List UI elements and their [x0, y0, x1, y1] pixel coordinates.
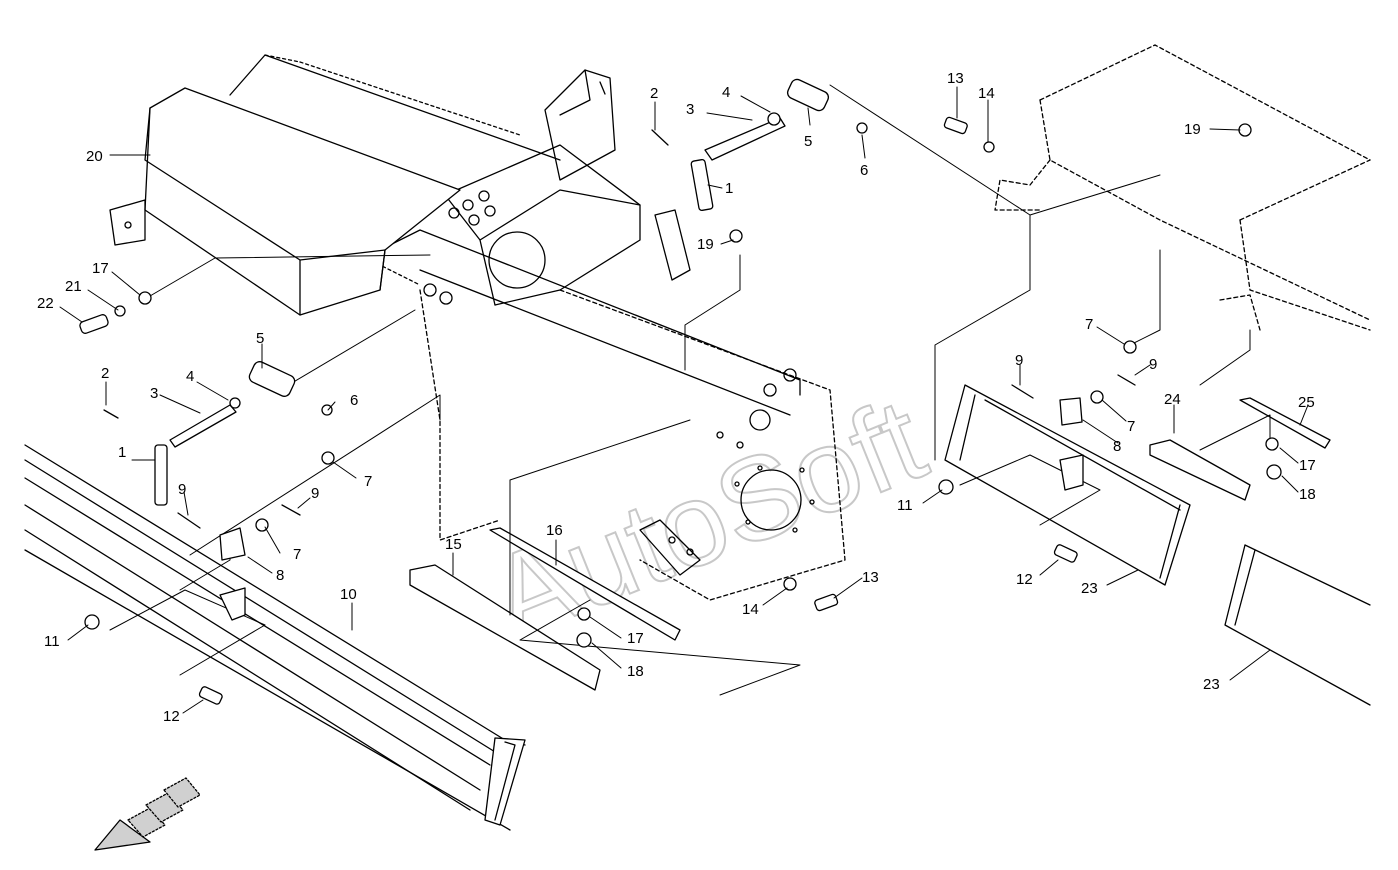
callout-23: 23	[1203, 676, 1220, 693]
callout-6: 6	[860, 162, 868, 179]
callout-6: 6	[350, 392, 358, 409]
callout-1: 1	[725, 180, 733, 197]
callout-1: 1	[118, 444, 126, 461]
shield-10	[24, 444, 526, 831]
callout-14: 14	[742, 601, 759, 618]
callout-labels: 20 17 21 22 2 3 4 5 6 1 19 2 3 4 5 6 1 7…	[37, 70, 1316, 725]
callout-24: 24	[1164, 391, 1181, 408]
callout-13: 13	[947, 70, 964, 87]
callout-9: 9	[311, 485, 319, 502]
callout-25: 25	[1298, 394, 1315, 411]
callout-4: 4	[186, 368, 194, 385]
watermark-text: AutoSoft	[473, 373, 942, 665]
callout-7: 7	[1085, 316, 1093, 333]
callout-9: 9	[178, 481, 186, 498]
callout-17: 17	[627, 630, 644, 647]
callout-2: 2	[101, 365, 109, 382]
cover-plate-20	[109, 87, 461, 316]
callout-19: 19	[697, 236, 714, 253]
callout-21: 21	[65, 278, 82, 295]
callout-11: 11	[897, 497, 913, 514]
callout-leaders	[59, 86, 1309, 714]
frame-assembly	[229, 54, 846, 601]
callout-19: 19	[1184, 121, 1201, 138]
callout-7: 7	[1127, 418, 1135, 435]
callout-23: 23	[1081, 580, 1098, 597]
direction-arrow	[94, 777, 201, 851]
callout-22: 22	[37, 295, 54, 312]
callout-2: 2	[650, 85, 658, 102]
callout-13: 13	[862, 569, 879, 586]
shield-23-lower	[1224, 544, 1371, 706]
callout-14: 14	[978, 85, 995, 102]
callout-8: 8	[276, 567, 284, 584]
callout-12: 12	[163, 708, 180, 725]
callout-12: 12	[1016, 571, 1033, 588]
callout-7: 7	[293, 546, 301, 563]
callout-15: 15	[445, 536, 462, 553]
callout-4: 4	[722, 84, 730, 101]
rear-frame-right	[994, 44, 1371, 331]
callout-18: 18	[1299, 486, 1316, 503]
callout-3: 3	[150, 385, 158, 402]
callout-8: 8	[1113, 438, 1121, 455]
callout-10: 10	[340, 586, 357, 603]
callout-17: 17	[92, 260, 109, 277]
callout-17: 17	[1299, 457, 1316, 474]
callout-3: 3	[686, 101, 694, 118]
callout-9: 9	[1149, 356, 1157, 373]
callout-5: 5	[804, 133, 812, 150]
callout-16: 16	[546, 522, 563, 539]
callout-20: 20	[86, 148, 103, 165]
callout-9: 9	[1015, 352, 1023, 369]
callout-18: 18	[627, 663, 644, 680]
callout-11: 11	[44, 633, 60, 650]
leader-lines	[109, 84, 1271, 696]
callout-7: 7	[364, 473, 372, 490]
hardware	[79, 78, 1282, 705]
brackets	[409, 397, 1331, 691]
callout-5: 5	[256, 330, 264, 347]
